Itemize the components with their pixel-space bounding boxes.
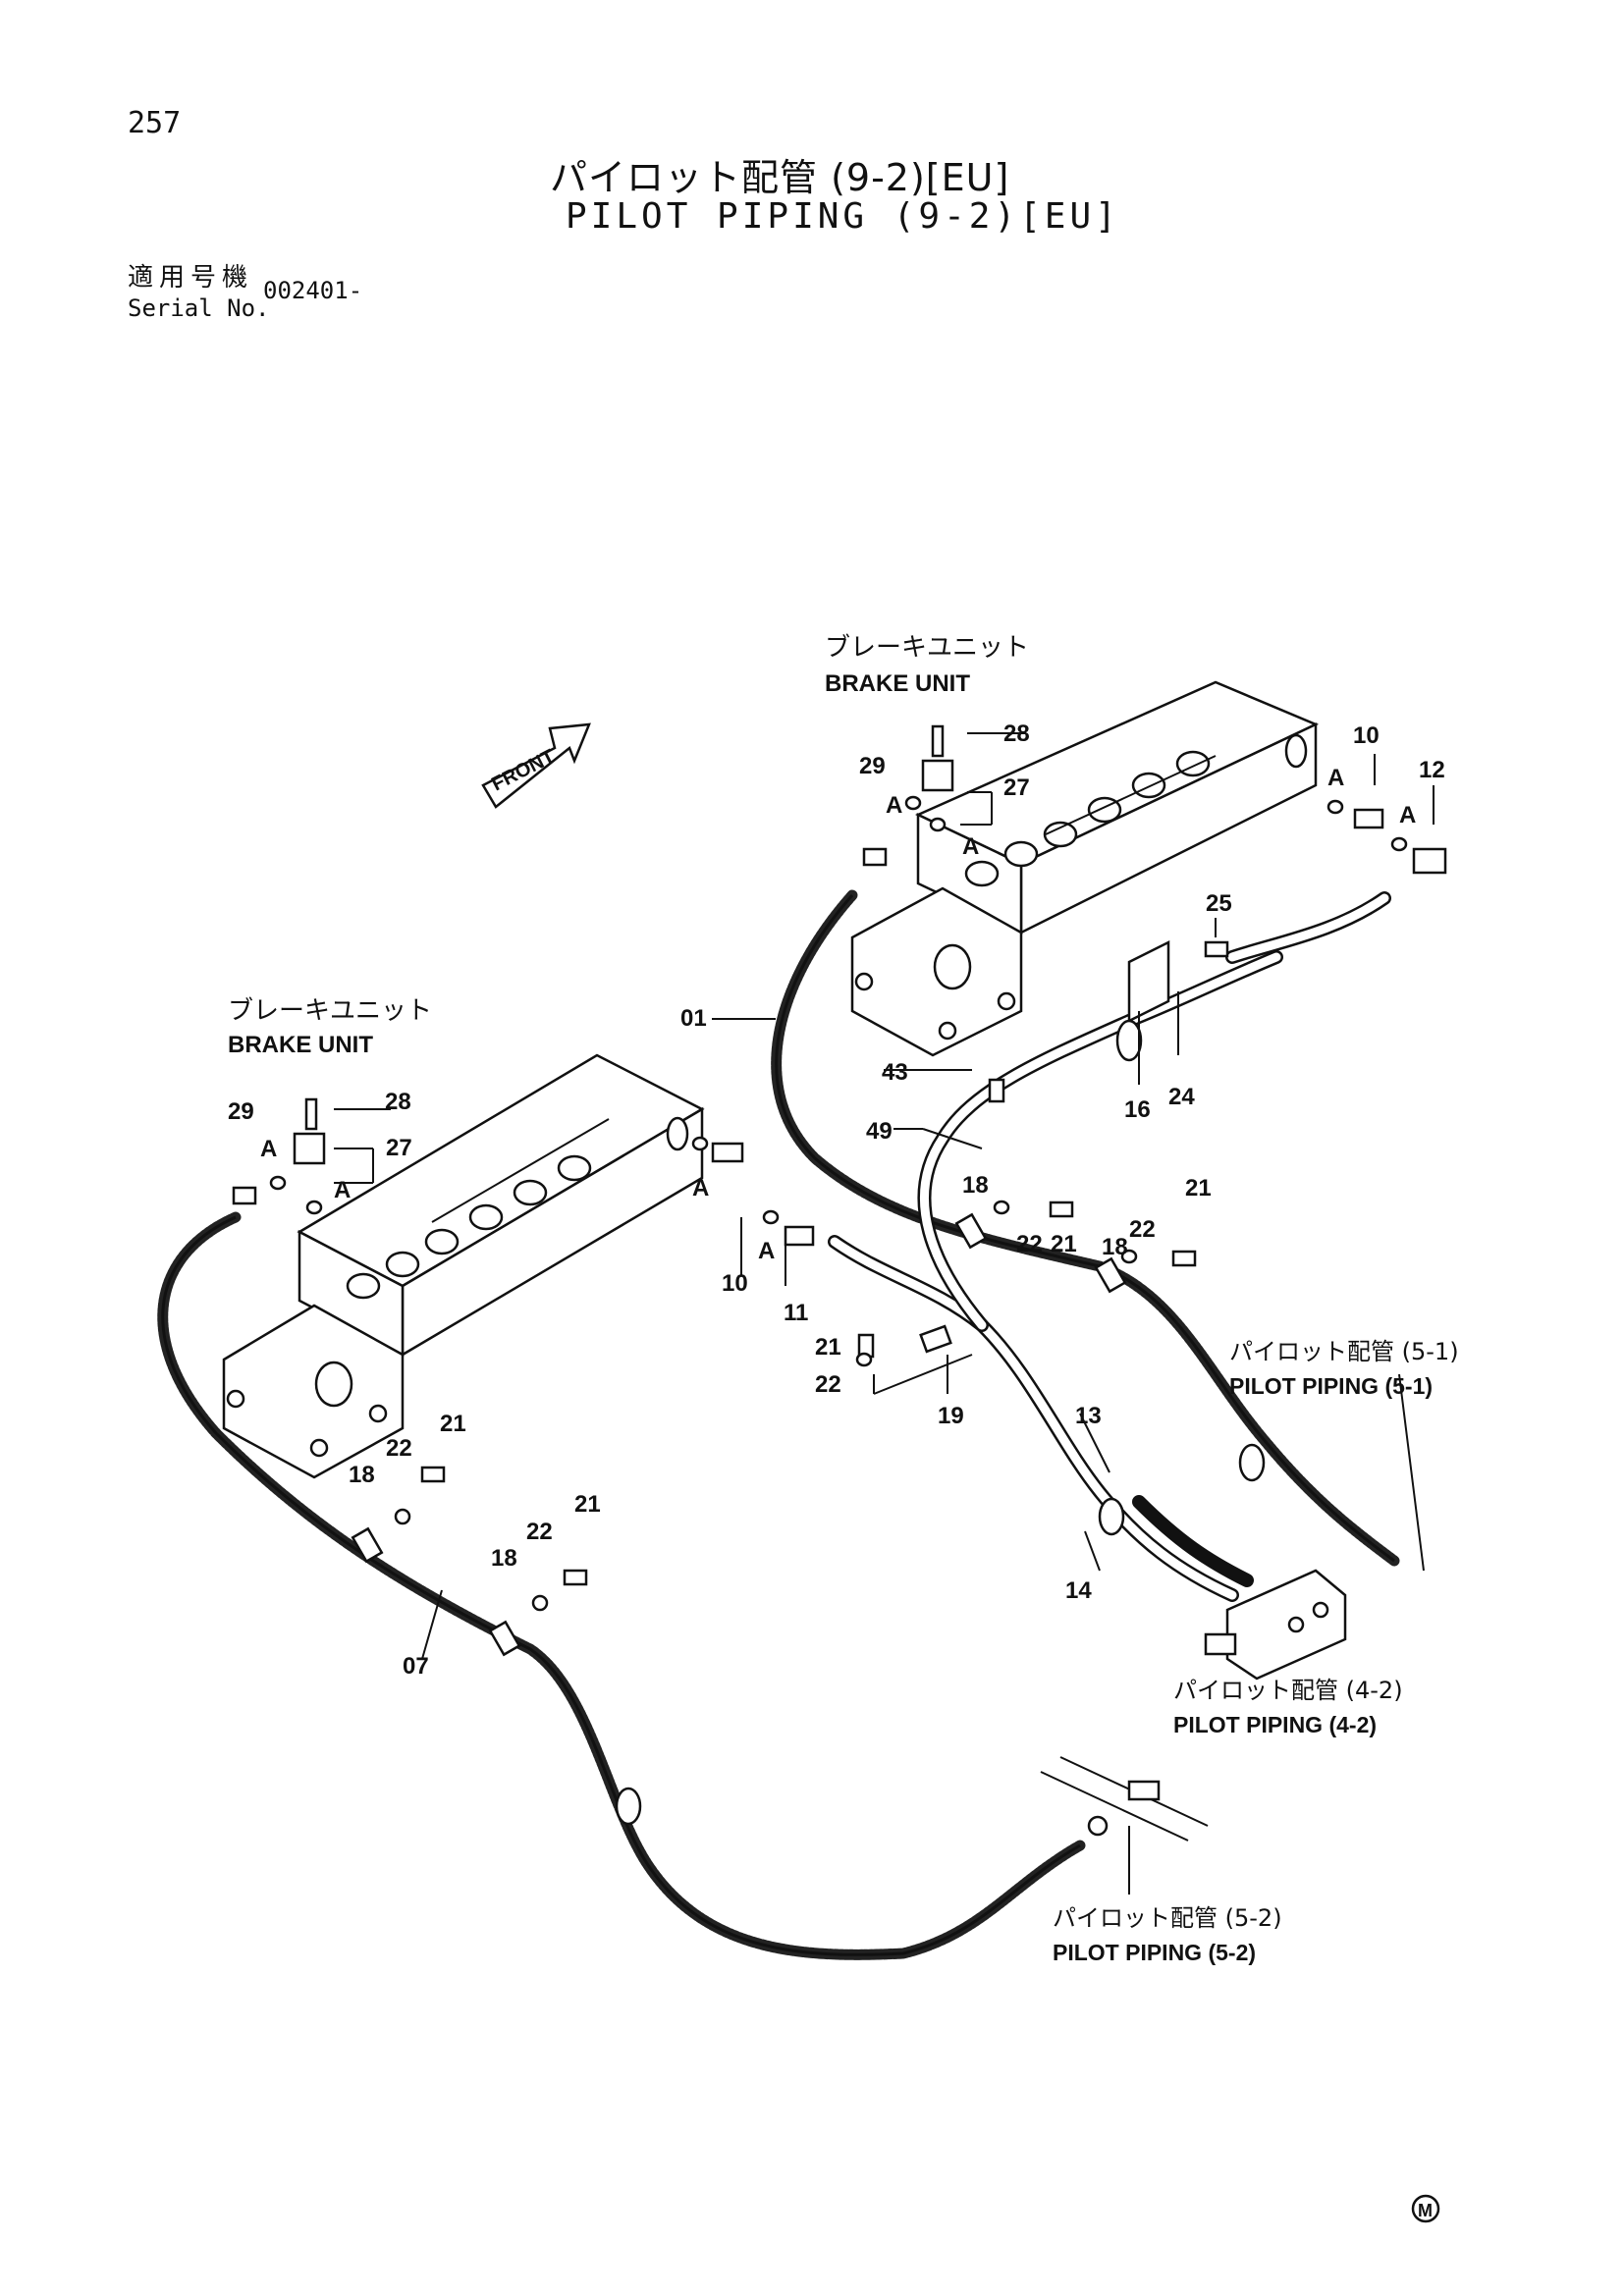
part-label: 14 [1065, 1577, 1092, 1604]
caption-pilot-4-2-ja: パイロット配管 (4-2) [1173, 1677, 1403, 1704]
caption-pilot-5-2-ja: パイロット配管 (5-2) [1053, 1904, 1282, 1932]
part-label: 21 [440, 1411, 466, 1437]
part-label: 18 [1102, 1234, 1128, 1260]
caption-pilot-5-1-ja: パイロット配管 (5-1) [1229, 1338, 1459, 1365]
caption-brake-unit-left-ja: ブレーキユニット [228, 996, 432, 1026]
part-label: 21 [1051, 1231, 1077, 1257]
part-label: 07 [403, 1653, 429, 1680]
detail-marker: A [1399, 802, 1416, 828]
part-label: 29 [859, 753, 886, 779]
part-label: 22 [526, 1519, 553, 1545]
part-label: 22 [815, 1371, 841, 1398]
part-label: 12 [1419, 757, 1445, 783]
part-label: 21 [815, 1334, 841, 1361]
part-label: 22 [1016, 1231, 1043, 1257]
part-label: 25 [1206, 890, 1232, 917]
page-number: 257 [128, 106, 182, 140]
part-label: 19 [938, 1403, 964, 1429]
brake-unit-right [850, 680, 1320, 1057]
caption-pilot-4-2-en: PILOT PIPING (4-2) [1173, 1712, 1377, 1737]
part-label: 21 [1185, 1175, 1212, 1201]
corner-mark-label: M [1418, 2201, 1433, 2220]
caption-brake-unit-right-ja: ブレーキユニット [825, 633, 1029, 663]
detail-marker: A [758, 1238, 775, 1264]
part-label: 29 [228, 1098, 254, 1125]
detail-marker: A [886, 792, 902, 819]
part-label: 01 [680, 1005, 707, 1032]
part-label: 16 [1124, 1096, 1151, 1123]
serial-label-ja: 適用号機 [128, 263, 254, 293]
fittings-left [232, 1097, 1138, 1612]
detail-marker: A [692, 1175, 709, 1201]
leader-lines [334, 732, 1435, 1895]
part-label: 18 [491, 1545, 517, 1572]
part-label: 11 [784, 1300, 808, 1326]
page-title-en: PILOT PIPING (9-2)[EU] [566, 196, 1120, 237]
part-label: 18 [962, 1172, 989, 1199]
caption-pilot-5-1-en: PILOT PIPING (5-1) [1229, 1373, 1433, 1399]
detail-marker: A [260, 1136, 277, 1162]
corner-mark: M [1411, 2194, 1440, 2223]
part-labels: 01 07 10 10 11 12 13 14 16 18 18 18 18 1… [228, 721, 1445, 1680]
part-label: 49 [866, 1118, 893, 1145]
part-label: 27 [386, 1135, 412, 1161]
part-label: 13 [1075, 1403, 1102, 1429]
caption-brake-unit-left-en: BRAKE UNIT [228, 1032, 373, 1058]
part-label: 10 [722, 1270, 748, 1297]
serial-value: 002401- [263, 277, 363, 304]
part-label: 21 [574, 1491, 601, 1518]
part-label: 24 [1168, 1084, 1195, 1110]
detail-marker: A [962, 833, 979, 860]
part-label: 27 [1003, 774, 1030, 801]
part-label: 43 [882, 1059, 908, 1086]
front-arrow: FRONT [481, 722, 591, 809]
caption-brake-unit-right-en: BRAKE UNIT [825, 670, 970, 697]
detail-marker: A [1327, 765, 1344, 791]
brake-unit-left [222, 1053, 705, 1479]
part-label: 22 [1129, 1216, 1156, 1243]
serial-label-en: Serial No. [128, 294, 270, 322]
part-label: 22 [386, 1435, 412, 1462]
page-title-ja: パイロット配管 (9-2)[EU] [550, 156, 1010, 199]
front-label: FRONT [488, 746, 558, 796]
fittings-right [862, 724, 1447, 1267]
caption-pilot-5-2-en: PILOT PIPING (5-2) [1053, 1940, 1256, 1965]
detail-marker: A [334, 1177, 351, 1203]
part-label: 18 [349, 1462, 375, 1488]
part-label: 28 [385, 1089, 411, 1115]
part-label: 10 [1353, 722, 1380, 749]
part-label: 28 [1003, 721, 1030, 747]
